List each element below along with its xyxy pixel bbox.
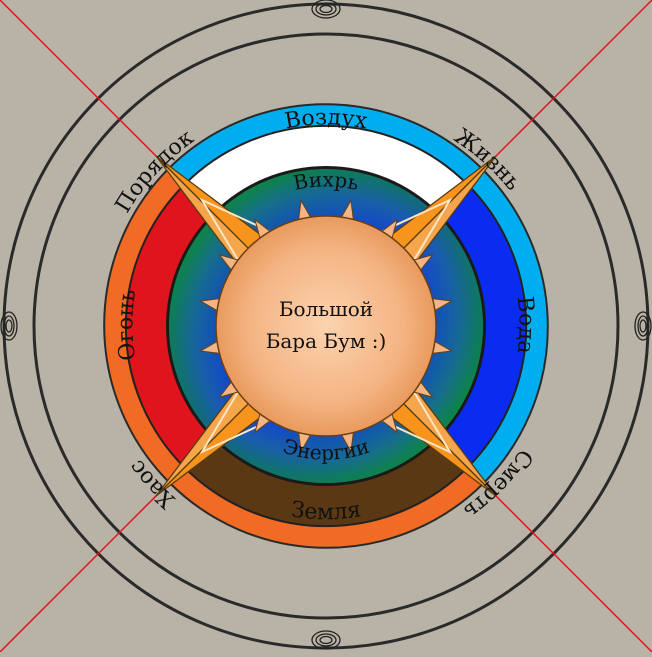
center-title-line2: Бара Бум :) <box>266 329 387 353</box>
coil-ornament-bottom <box>311 630 341 650</box>
label-fire: Огонь <box>113 288 141 362</box>
label-water: Вода <box>512 295 539 355</box>
coil-ornament-right <box>634 311 652 341</box>
central-sun <box>215 215 437 437</box>
label-air-path: Воздух <box>283 105 370 134</box>
second-border-circle <box>32 32 620 620</box>
center-title-line1: Большой <box>279 297 373 321</box>
label-earth-path: Земля <box>289 497 362 525</box>
coil-ornament-left <box>0 311 18 341</box>
label-water-path: Вода <box>512 295 539 355</box>
label-whirl-path: Вихрь <box>291 167 361 195</box>
label-earth: Земля <box>289 497 362 525</box>
label-fire-path: Огонь <box>113 288 141 362</box>
label-air: Воздух <box>283 105 370 134</box>
coil-ornament-top <box>311 0 341 19</box>
label-whirl: Вихрь <box>291 167 361 195</box>
